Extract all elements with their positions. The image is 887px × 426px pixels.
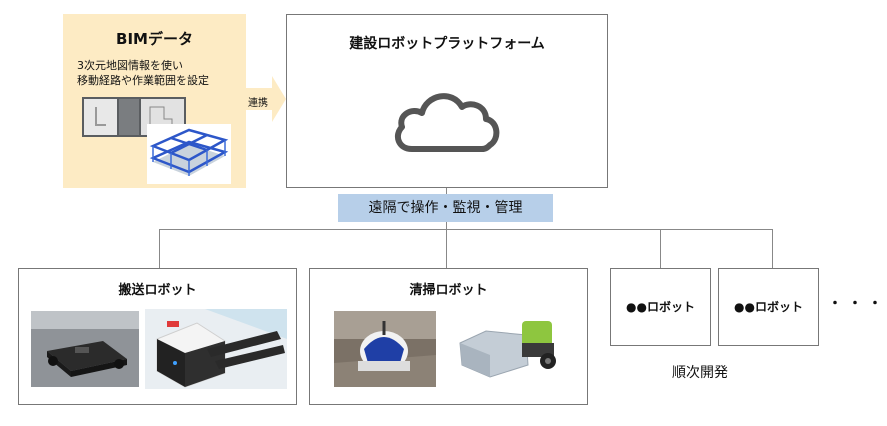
robot-b-title: ●●ロボット bbox=[734, 300, 803, 314]
transport-robot-title: 搬送ロボット bbox=[118, 283, 197, 298]
transport-robot-photo-1 bbox=[31, 311, 139, 387]
robot-a-title: ●●ロボット bbox=[626, 300, 695, 314]
bim-desc-line2: 移動経路や作業範囲を設定 bbox=[77, 74, 209, 87]
more-ellipsis: ・・・ bbox=[828, 296, 887, 312]
bim-description: 3次元地図情報を使い 移動経路や作業範囲を設定 bbox=[77, 58, 243, 88]
bim-desc-line1: 3次元地図情報を使い bbox=[77, 59, 183, 72]
transport-robot-box: 搬送ロボット bbox=[18, 268, 297, 405]
cleaning-robot-photo-1 bbox=[334, 311, 436, 387]
sequential-development-label: 順次開発 bbox=[672, 365, 728, 381]
connector-remote-bus bbox=[446, 222, 447, 229]
bim-title: BIMデータ bbox=[116, 30, 193, 48]
robot-platform-box: 建設ロボットプラットフォーム bbox=[286, 14, 608, 188]
link-arrow bbox=[246, 76, 286, 122]
transport-robot-photo-2 bbox=[145, 309, 287, 389]
robot-box-b: ●●ロボット bbox=[718, 268, 819, 346]
bim-data-panel: BIMデータ 3次元地図情報を使い 移動経路や作業範囲を設定 bbox=[63, 14, 246, 188]
remote-control-label: 遠隔で操作・監視・管理 bbox=[338, 194, 553, 222]
connector-drop-robot-a bbox=[660, 229, 661, 268]
robot-box-a: ●●ロボット bbox=[610, 268, 711, 346]
connector-drop-cleaning bbox=[446, 229, 447, 268]
connector-drop-robot-b bbox=[772, 229, 773, 268]
cleaning-robot-box: 清掃ロボット bbox=[309, 268, 588, 405]
cleaning-robot-photo-2 bbox=[456, 313, 564, 383]
connector-bus bbox=[159, 229, 773, 230]
connector-platform-remote bbox=[446, 188, 447, 194]
platform-title: 建設ロボットプラットフォーム bbox=[349, 36, 545, 52]
connector-drop-transport bbox=[159, 229, 160, 268]
bim-3d-model bbox=[147, 124, 231, 184]
cleaning-robot-title: 清掃ロボット bbox=[409, 283, 488, 298]
cloud-icon bbox=[394, 93, 500, 152]
link-arrow-label: 連携 bbox=[248, 98, 268, 109]
